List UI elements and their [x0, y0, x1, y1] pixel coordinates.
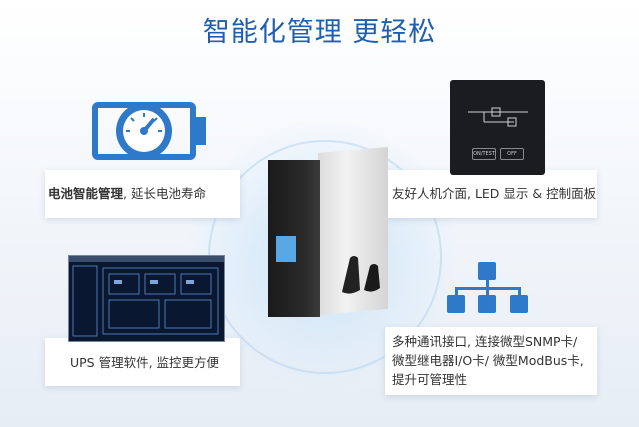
network-card: [385, 327, 597, 395]
network-line-vertical: [486, 280, 489, 288]
network-line-mid: [486, 287, 489, 295]
network-text-line2: 微型继电器I/O卡/ 微型ModBus卡,: [392, 353, 584, 368]
software-monitor-image: [69, 256, 224, 337]
battery-feature-rest: , 延长电池寿命: [123, 186, 206, 201]
network-line-left: [455, 287, 458, 295]
battery-gauge-icon: [92, 102, 206, 160]
network-node-left: [447, 295, 465, 313]
battery-card: [45, 170, 240, 218]
network-text-line3: 提升可管理性: [392, 372, 468, 387]
ups-lcd-screen: [276, 236, 296, 262]
battery-feature-text: 电池智能管理, 延长电池寿命: [48, 184, 206, 203]
off-button[interactable]: OFF: [500, 148, 524, 160]
network-feature-text: 多种通讯接口, 连接微型SNMP卡/ 微型继电器I/O卡/ 微型ModBus卡,…: [392, 332, 584, 389]
network-line-right: [518, 287, 521, 295]
panel-feature-text: 友好人机介面, LED 显示 & 控制面板: [392, 186, 597, 201]
software-screenshot: [68, 255, 225, 342]
software-card: [45, 338, 240, 386]
on-test-button[interactable]: ON/TEST: [472, 148, 496, 160]
network-node-mid: [478, 295, 496, 313]
panel-card: [385, 170, 597, 218]
network-node-right: [510, 295, 528, 313]
led-control-panel: ON/TEST OFF: [450, 80, 545, 175]
page-title: 智能化管理 更轻松: [202, 17, 437, 48]
software-feature-text: UPS 管理软件, 监控更方便: [70, 355, 220, 370]
network-text-line1: 多种通讯接口, 连接微型SNMP卡/: [392, 334, 578, 349]
network-node-top: [478, 262, 496, 280]
ups-stand-icon: [342, 256, 380, 294]
panel-diagram-icon: [468, 107, 528, 127]
battery-feature-strong: 电池智能管理: [48, 186, 124, 201]
